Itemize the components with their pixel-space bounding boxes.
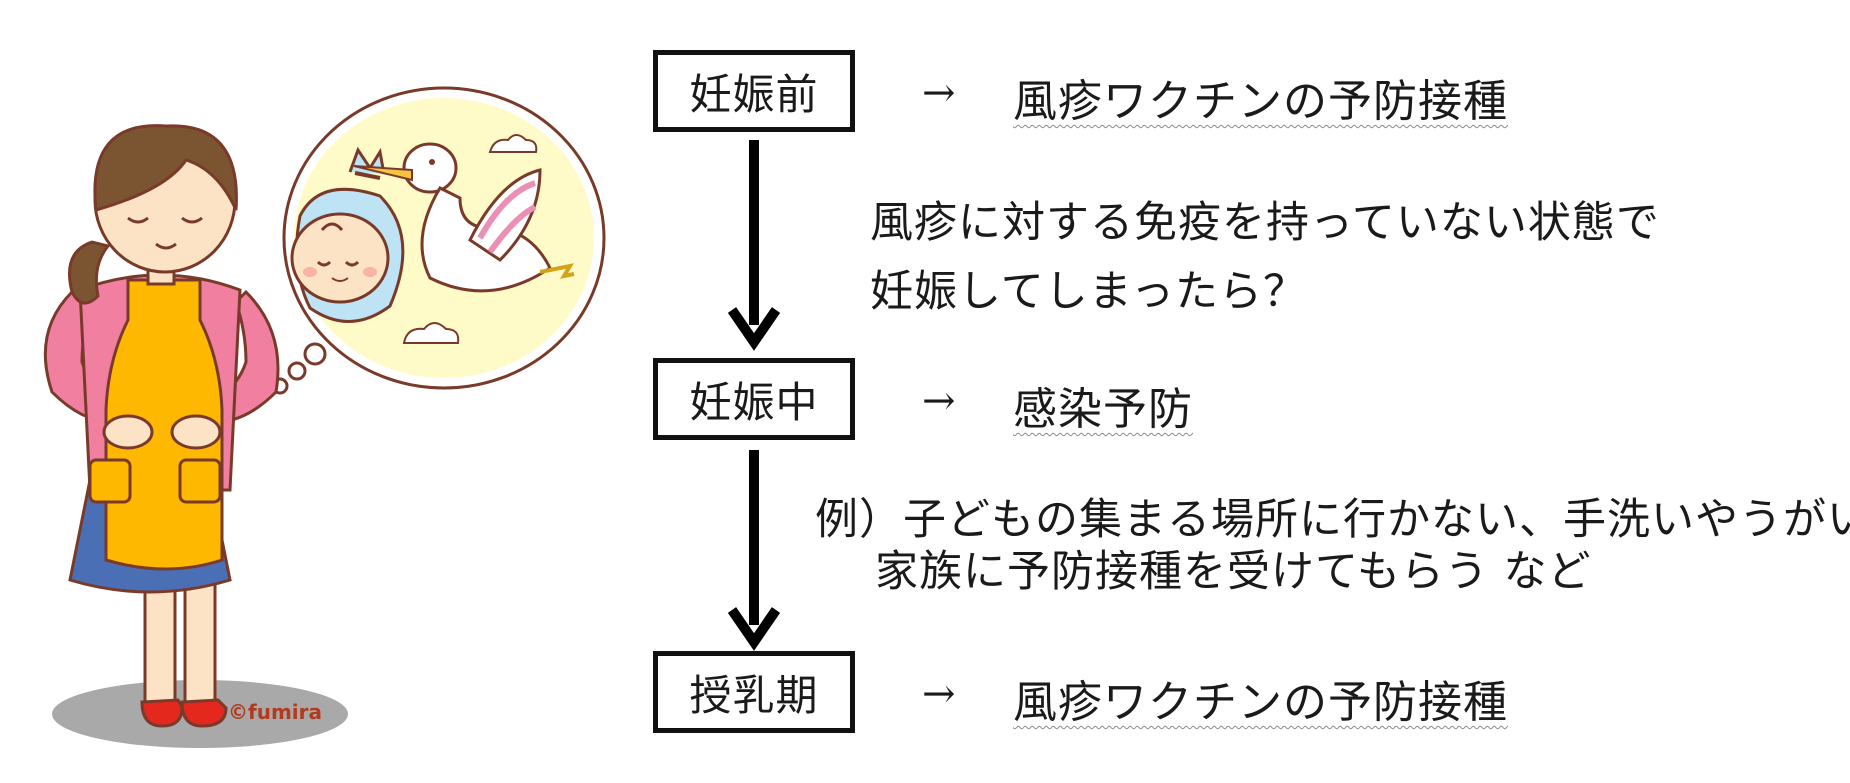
- stage-label: 妊娠中: [689, 377, 819, 427]
- right-arrow-icon: →: [922, 378, 956, 424]
- stage-action: 感染予防: [1013, 384, 1193, 435]
- stage-action: 風疹ワクチンの予防接種: [1013, 76, 1508, 127]
- question-line-2: 妊娠してしまったら？: [870, 267, 1307, 317]
- stage-action: 風疹ワクチンの予防接種: [1013, 677, 1508, 728]
- stage-box-breastfeeding: 授乳期: [653, 651, 855, 733]
- example-line-2: 家族に予防接種を受けてもらう など: [875, 547, 1592, 597]
- baby-icon: [290, 212, 390, 304]
- pregnant-woman-icon: [43, 124, 280, 728]
- thought-bubble: [271, 86, 606, 395]
- stage-box-before-pregnancy: 妊娠前: [653, 50, 855, 132]
- stage-box-during-pregnancy: 妊娠中: [653, 358, 855, 440]
- stork-icon: [353, 142, 575, 293]
- example-line-1: 例）子どもの集まる場所に行かない、手洗いやうがい、: [815, 495, 1850, 545]
- copyright-label: ©fumira: [228, 700, 322, 724]
- stage-label: 妊娠前: [689, 69, 819, 119]
- right-arrow-icon: →: [922, 70, 956, 116]
- flow-arrow-2: [727, 450, 781, 651]
- flow-arrow-1: [727, 140, 781, 351]
- stage-label: 授乳期: [689, 670, 819, 720]
- question-line-1: 風疹に対する免疫を持っていない状態で: [870, 198, 1660, 248]
- right-arrow-icon: →: [922, 671, 956, 717]
